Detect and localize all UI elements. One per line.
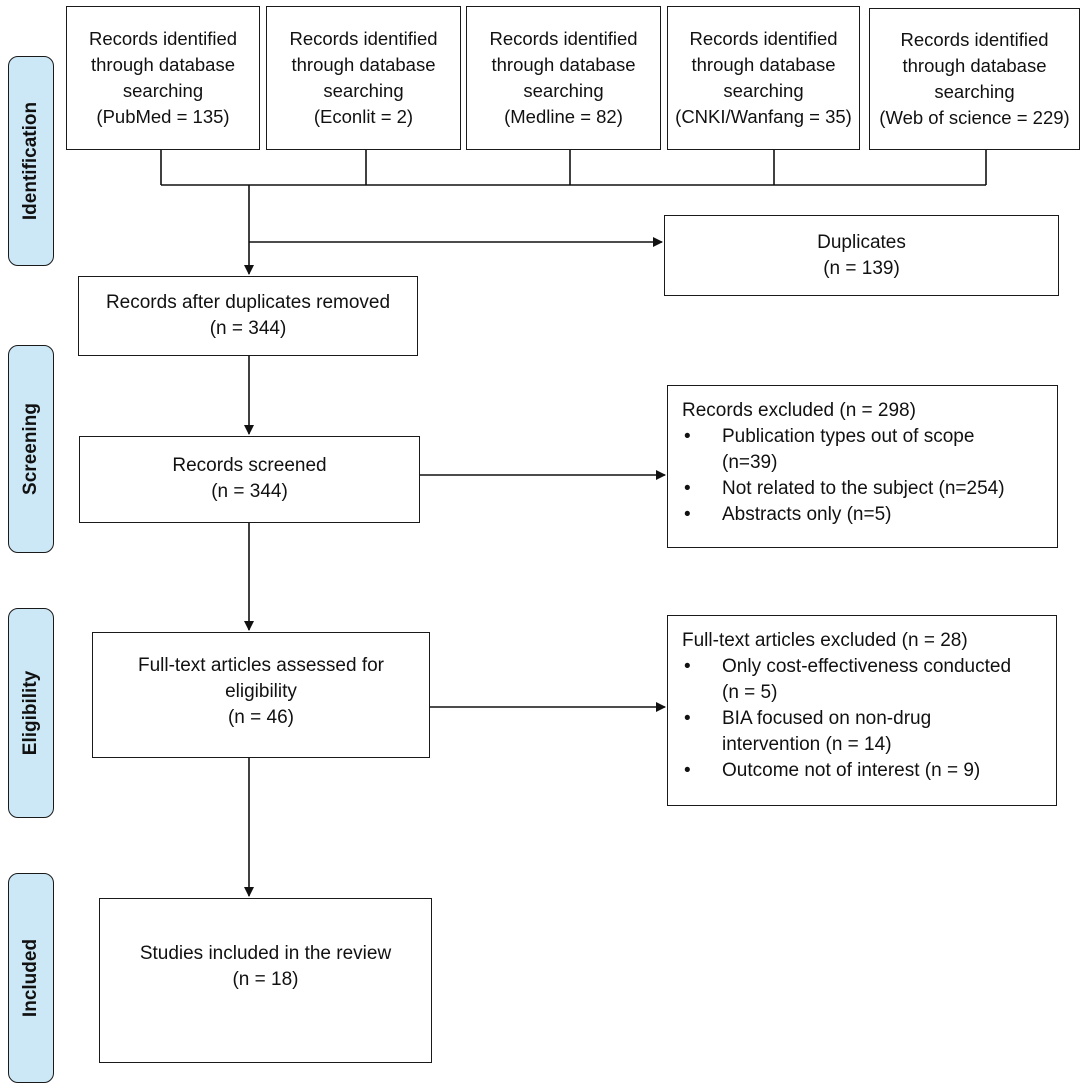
source-line: through database	[90, 54, 235, 75]
included-title: Studies included in the review	[139, 943, 392, 964]
source-count: (Web of science = 229)	[879, 107, 1070, 128]
source-count: (Econlit = 2)	[313, 106, 414, 127]
stage-screening: Screening	[8, 345, 54, 553]
source-line: searching	[122, 80, 204, 101]
list-item: Abstracts only (n=5)	[682, 502, 1043, 528]
source-line: Records identified	[289, 28, 438, 49]
fulltext-excluded-list: Only cost-effectiveness conducted (n = 5…	[682, 654, 1042, 784]
duplicates-count: (n = 139)	[823, 257, 900, 279]
after-duplicates-count: (n = 344)	[209, 318, 287, 339]
list-item: Publication types out of scope (n=39)	[682, 424, 1043, 476]
list-item: BIA focused on non-drug intervention (n …	[682, 706, 1042, 758]
fulltext-assessed-count: (n = 46)	[227, 707, 294, 728]
source-line: through database	[491, 54, 636, 75]
source-count: (CNKI/Wanfang = 35)	[675, 106, 852, 127]
stage-eligibility: Eligibility	[8, 608, 54, 818]
fulltext-assessed-box: Full-text articles assessed for eligibil…	[92, 632, 430, 758]
source-box-pubmed: Records identified through database sear…	[66, 6, 260, 150]
duplicates-box: Duplicates (n = 139)	[664, 215, 1059, 296]
stage-included: Included	[8, 873, 54, 1083]
list-item: Not related to the subject (n=254)	[682, 476, 1043, 502]
source-line: searching	[523, 80, 604, 101]
source-line: Records identified	[88, 28, 238, 49]
source-count: (Medline = 82)	[504, 106, 623, 127]
stage-identification: Identification	[8, 56, 54, 266]
list-item: Only cost-effectiveness conducted (n = 5…	[682, 654, 1042, 706]
source-box-econlit: Records identified through database sear…	[266, 6, 461, 150]
fulltext-excluded-title: Full-text articles excluded (n = 28)	[682, 630, 968, 651]
after-duplicates-box: Records after duplicates removed (n = 34…	[78, 276, 418, 356]
source-line: through database	[291, 54, 436, 75]
source-box-cnki-wanfang: Records identified through database sear…	[667, 6, 860, 150]
records-screened-box: Records screened (n = 344)	[79, 436, 420, 523]
records-excluded-box: Records excluded (n = 298) Publication t…	[667, 385, 1058, 548]
source-count: (PubMed = 135)	[96, 106, 230, 127]
fulltext-assessed-line2: eligibility	[225, 681, 297, 702]
stage-included-label: Included	[20, 938, 41, 1018]
source-box-web-of-science: Records identified through database sear…	[869, 8, 1080, 150]
stage-eligibility-label: Eligibility	[20, 670, 42, 756]
included-count: (n = 18)	[232, 969, 299, 990]
records-screened-count: (n = 344)	[211, 481, 288, 502]
after-duplicates-title: Records after duplicates removed	[105, 292, 391, 313]
duplicates-title: Duplicates	[817, 231, 906, 253]
source-line: Records identified	[689, 28, 838, 49]
source-box-medline: Records identified through database sear…	[466, 6, 661, 150]
fulltext-excluded-box: Full-text articles excluded (n = 28) Onl…	[667, 615, 1057, 806]
records-screened-title: Records screened	[172, 455, 327, 476]
records-excluded-title: Records excluded (n = 298)	[682, 400, 916, 421]
source-line: Records identified	[489, 28, 638, 49]
source-line: through database	[691, 54, 836, 75]
included-box: Studies included in the review (n = 18)	[99, 898, 432, 1063]
fulltext-assessed-line1: Full-text articles assessed for	[137, 655, 385, 676]
source-line: through database	[902, 55, 1047, 76]
source-line: searching	[934, 81, 1015, 102]
records-excluded-list: Publication types out of scope (n=39) No…	[682, 424, 1043, 528]
stage-screening-label: Screening	[20, 403, 41, 495]
source-line: searching	[323, 80, 404, 101]
source-line: searching	[723, 80, 804, 101]
source-line: Records identified	[900, 29, 1049, 50]
stage-identification-label: Identification	[20, 101, 42, 221]
list-item: Outcome not of interest (n = 9)	[682, 758, 1042, 784]
